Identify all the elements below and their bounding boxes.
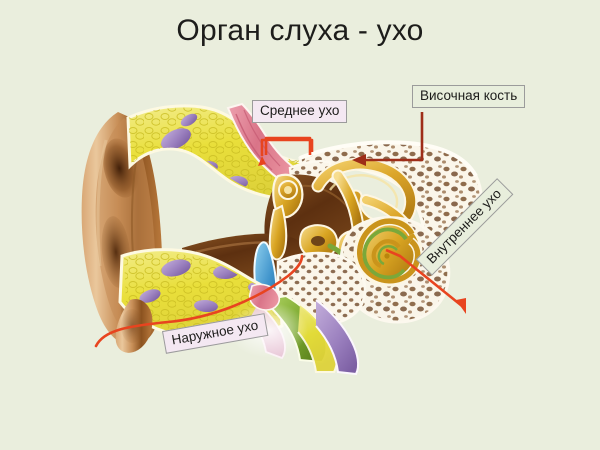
temporal-bone-arrowhead [352, 154, 366, 166]
tensor-muscle [248, 283, 281, 311]
page-title: Орган слуха - ухо [176, 14, 424, 47]
inner-ear-arrowhead [456, 298, 466, 314]
temporal-bone-pointer [362, 112, 424, 162]
inner-ear-pointer [385, 248, 463, 308]
outer-ear-pointer-curve [94, 254, 304, 348]
middle-ear-pointer-bracket [264, 136, 312, 155]
label-temporal-bone: Височная кость [412, 85, 526, 109]
label-middle-ear: Среднее ухо [252, 100, 348, 124]
middle-ear-arrowhead [258, 156, 266, 166]
middle-ear-bracket [260, 138, 314, 156]
